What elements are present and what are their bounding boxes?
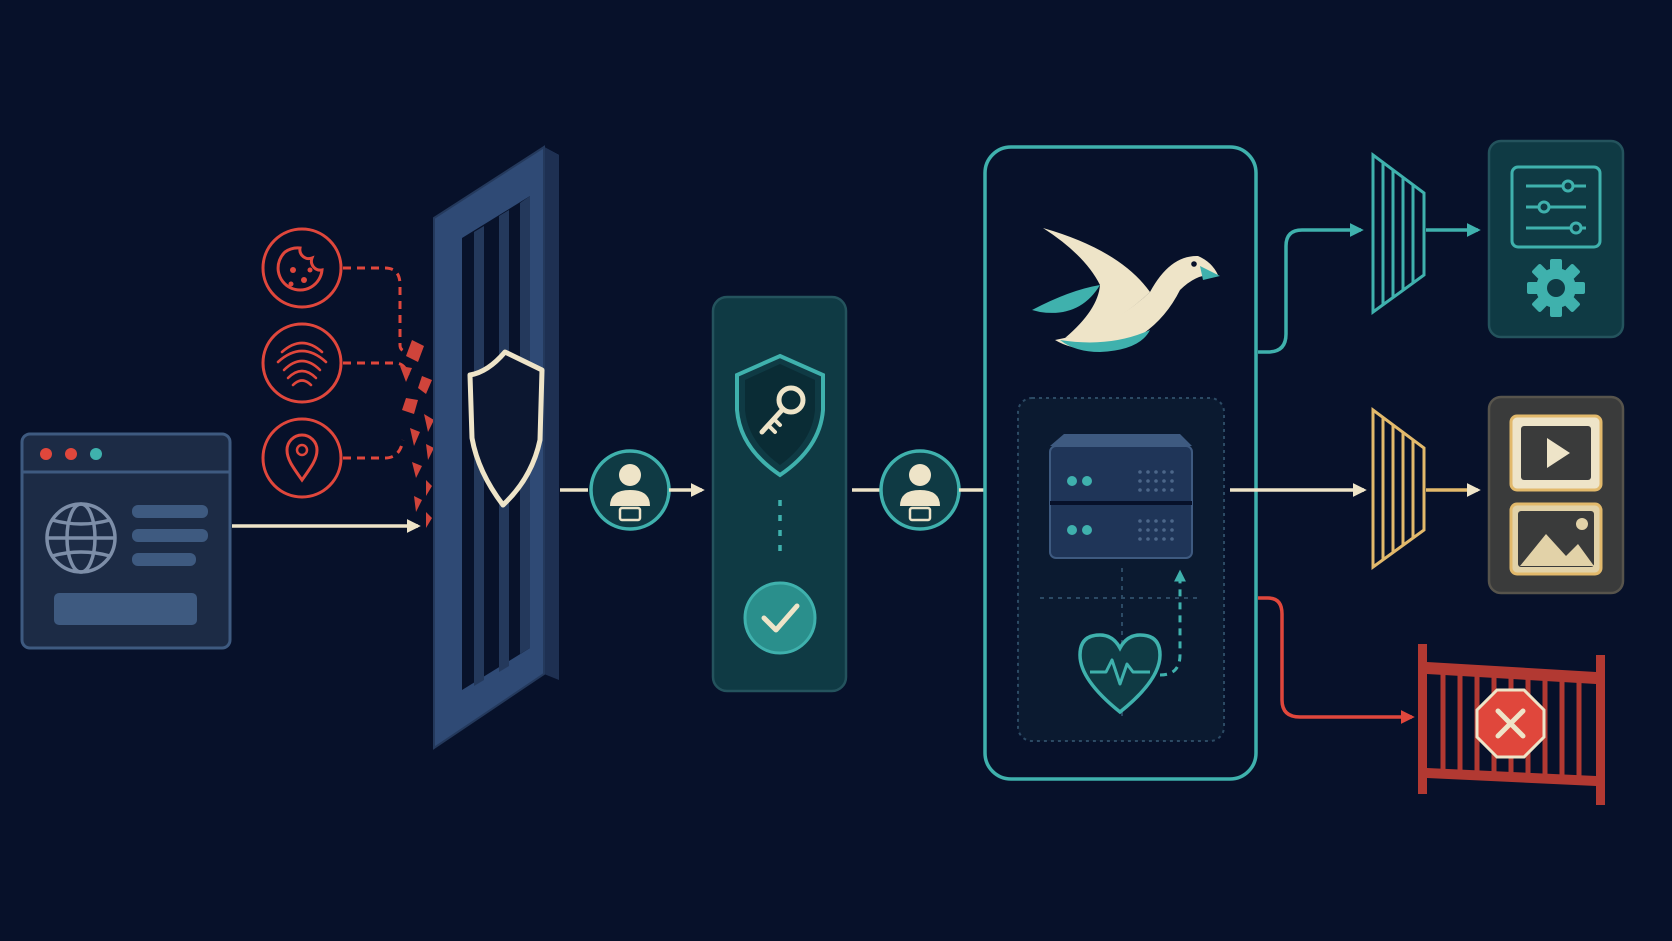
cookie-icon: [261, 227, 343, 309]
tracker-block-lines: [343, 266, 411, 460]
location-pin-icon: [261, 417, 343, 499]
service-container: [983, 145, 1258, 781]
server-icon: [1049, 434, 1193, 559]
settings-panel-icon: [1487, 139, 1625, 339]
funnel-filter-icon: [1371, 152, 1426, 315]
stop-x-icon: [1475, 688, 1546, 759]
checkmark-circle-icon: [743, 581, 817, 655]
play-video-icon: [1509, 414, 1603, 492]
firewall-gate-icon: [433, 145, 559, 750]
health-check-arrow: [1159, 569, 1186, 677]
globe-icon: [45, 502, 117, 574]
fingerprint-icon: [261, 322, 343, 404]
heartbeat-icon: [1078, 633, 1162, 715]
shattered-fragments: [400, 340, 434, 528]
bird-logo-icon: [1032, 228, 1220, 352]
browser-window-icon: [20, 432, 232, 650]
image-icon: [1509, 502, 1603, 576]
shield-icon: [467, 349, 545, 508]
blocked-gate-icon: [1418, 644, 1605, 805]
media-panel-icon: [1487, 395, 1625, 595]
route-top-arrow: [1258, 223, 1364, 354]
user-badge-icon: [879, 449, 961, 531]
user-badge-icon: [589, 449, 671, 531]
auth-panel: [711, 295, 848, 693]
gear-icon: [1527, 259, 1585, 317]
shield-key-icon: [735, 353, 825, 478]
funnel-filter-icon: [1371, 407, 1426, 570]
route-blocked-arrow: [1258, 596, 1415, 724]
